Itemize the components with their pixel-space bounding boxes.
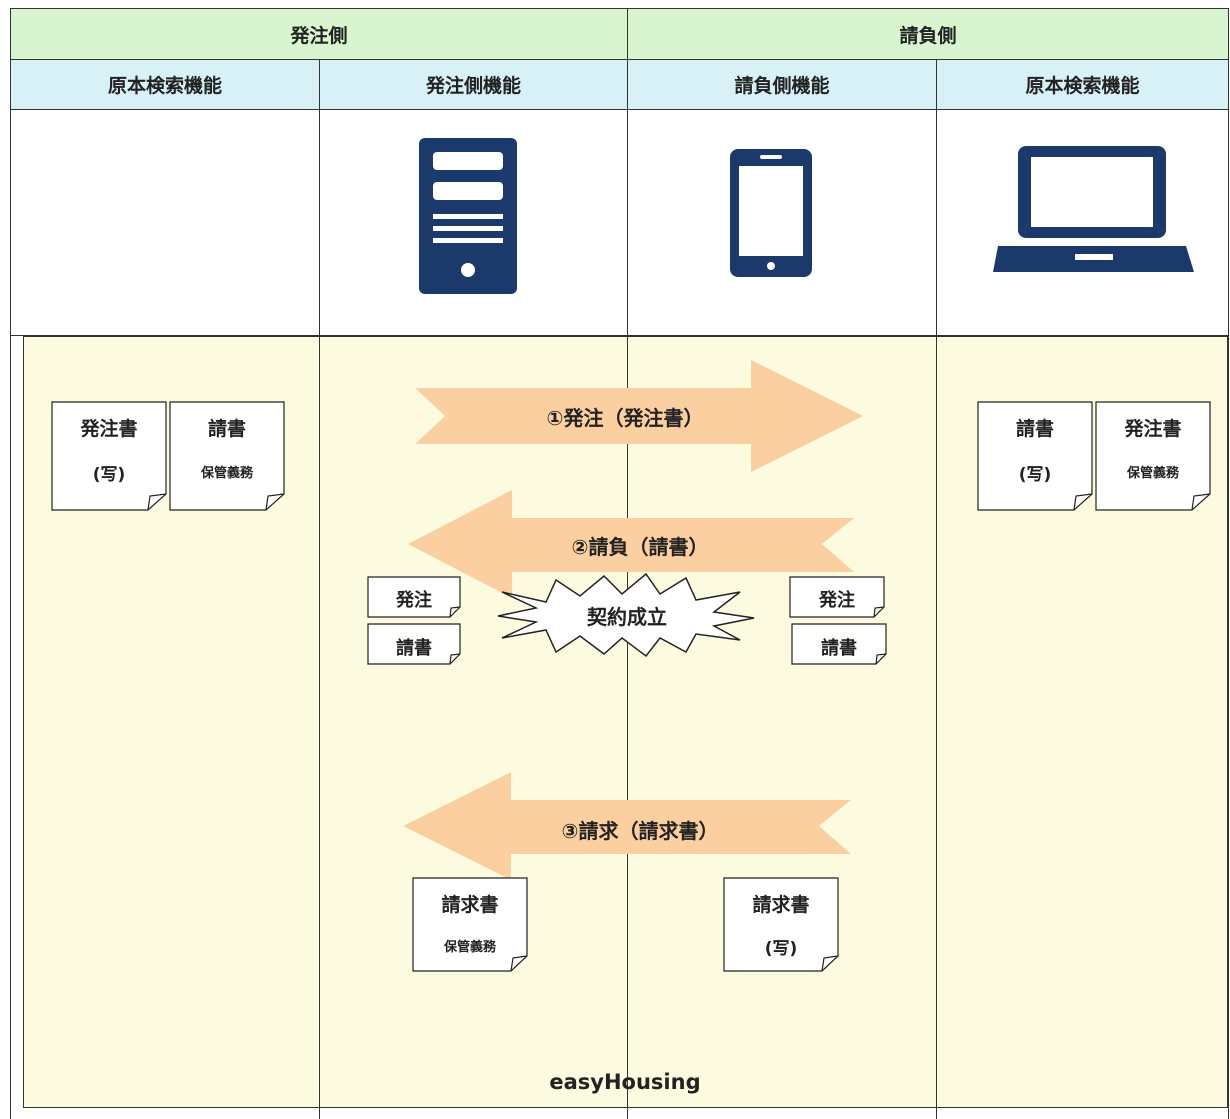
document-icon — [1095, 401, 1211, 511]
column-header-label: 請負側機能 — [734, 75, 830, 97]
server-icon — [419, 138, 517, 294]
system-label: easyHousing — [549, 1070, 701, 1094]
document-icon — [367, 623, 461, 665]
grid-line — [10, 110, 11, 1119]
header-ordering-side-label: 発注側 — [290, 24, 348, 47]
column-header-original-search-left: 原本検索機能 — [10, 59, 320, 110]
column-header-label: 発注側機能 — [425, 75, 521, 97]
doc-title: 請求書 — [441, 894, 499, 916]
grid-line — [1228, 110, 1229, 1119]
grid-line — [319, 336, 320, 1108]
doc-title: 発注 — [396, 590, 432, 611]
order-arrow — [415, 360, 863, 472]
doc-subtitle: 保管義務 — [443, 940, 496, 955]
document-icon — [367, 576, 461, 618]
doc-title: 発注 — [819, 590, 855, 611]
column-header-ordering-function: 発注側機能 — [319, 59, 628, 110]
column-header-label: 原本検索機能 — [1025, 75, 1140, 97]
document-icon — [412, 877, 528, 972]
doc-subtitle: (写) — [1018, 465, 1052, 485]
invoice-arrow — [403, 772, 851, 880]
doc-title: 請書 — [1015, 418, 1054, 440]
doc-title: 請書 — [396, 638, 432, 659]
document-icon — [977, 401, 1093, 511]
doc-title: 請書 — [821, 638, 857, 659]
laptop-icon — [993, 146, 1194, 272]
document-icon — [789, 576, 885, 618]
contract-established-burst — [497, 572, 755, 658]
grid-line — [936, 336, 937, 1108]
doc-subtitle: 保管義務 — [200, 466, 253, 481]
contract-arrow — [408, 490, 854, 598]
invoice-arrow-label: ③請求（請求書） — [561, 818, 719, 843]
document-icon — [51, 401, 167, 511]
doc-subtitle: (写) — [764, 939, 798, 959]
column-header-original-search-right: 原本検索機能 — [936, 59, 1229, 110]
doc-subtitle: 保管義務 — [1126, 466, 1179, 481]
order-arrow-label: ①発注（発注書） — [546, 405, 704, 430]
column-header-label: 原本検索機能 — [107, 75, 222, 97]
contract-arrow-label: ②請負（請書） — [571, 534, 709, 559]
header-contractor-side: 請負側 — [627, 8, 1229, 60]
doc-subtitle: (写) — [92, 465, 126, 485]
document-icon — [791, 623, 887, 665]
doc-title: 請求書 — [752, 894, 810, 916]
column-header-contractor-function: 請負側機能 — [627, 59, 937, 110]
doc-title: 請書 — [207, 418, 246, 440]
document-icon — [169, 401, 285, 511]
contract-established-label: 契約成立 — [587, 604, 667, 629]
header-contractor-side-label: 請負側 — [899, 24, 957, 47]
header-ordering-side: 発注側 — [10, 8, 628, 60]
document-icon — [723, 877, 839, 972]
doc-title: 発注書 — [1124, 418, 1182, 440]
smartphone-icon — [730, 149, 812, 277]
grid-line — [10, 335, 1229, 336]
doc-title: 発注書 — [80, 418, 138, 440]
